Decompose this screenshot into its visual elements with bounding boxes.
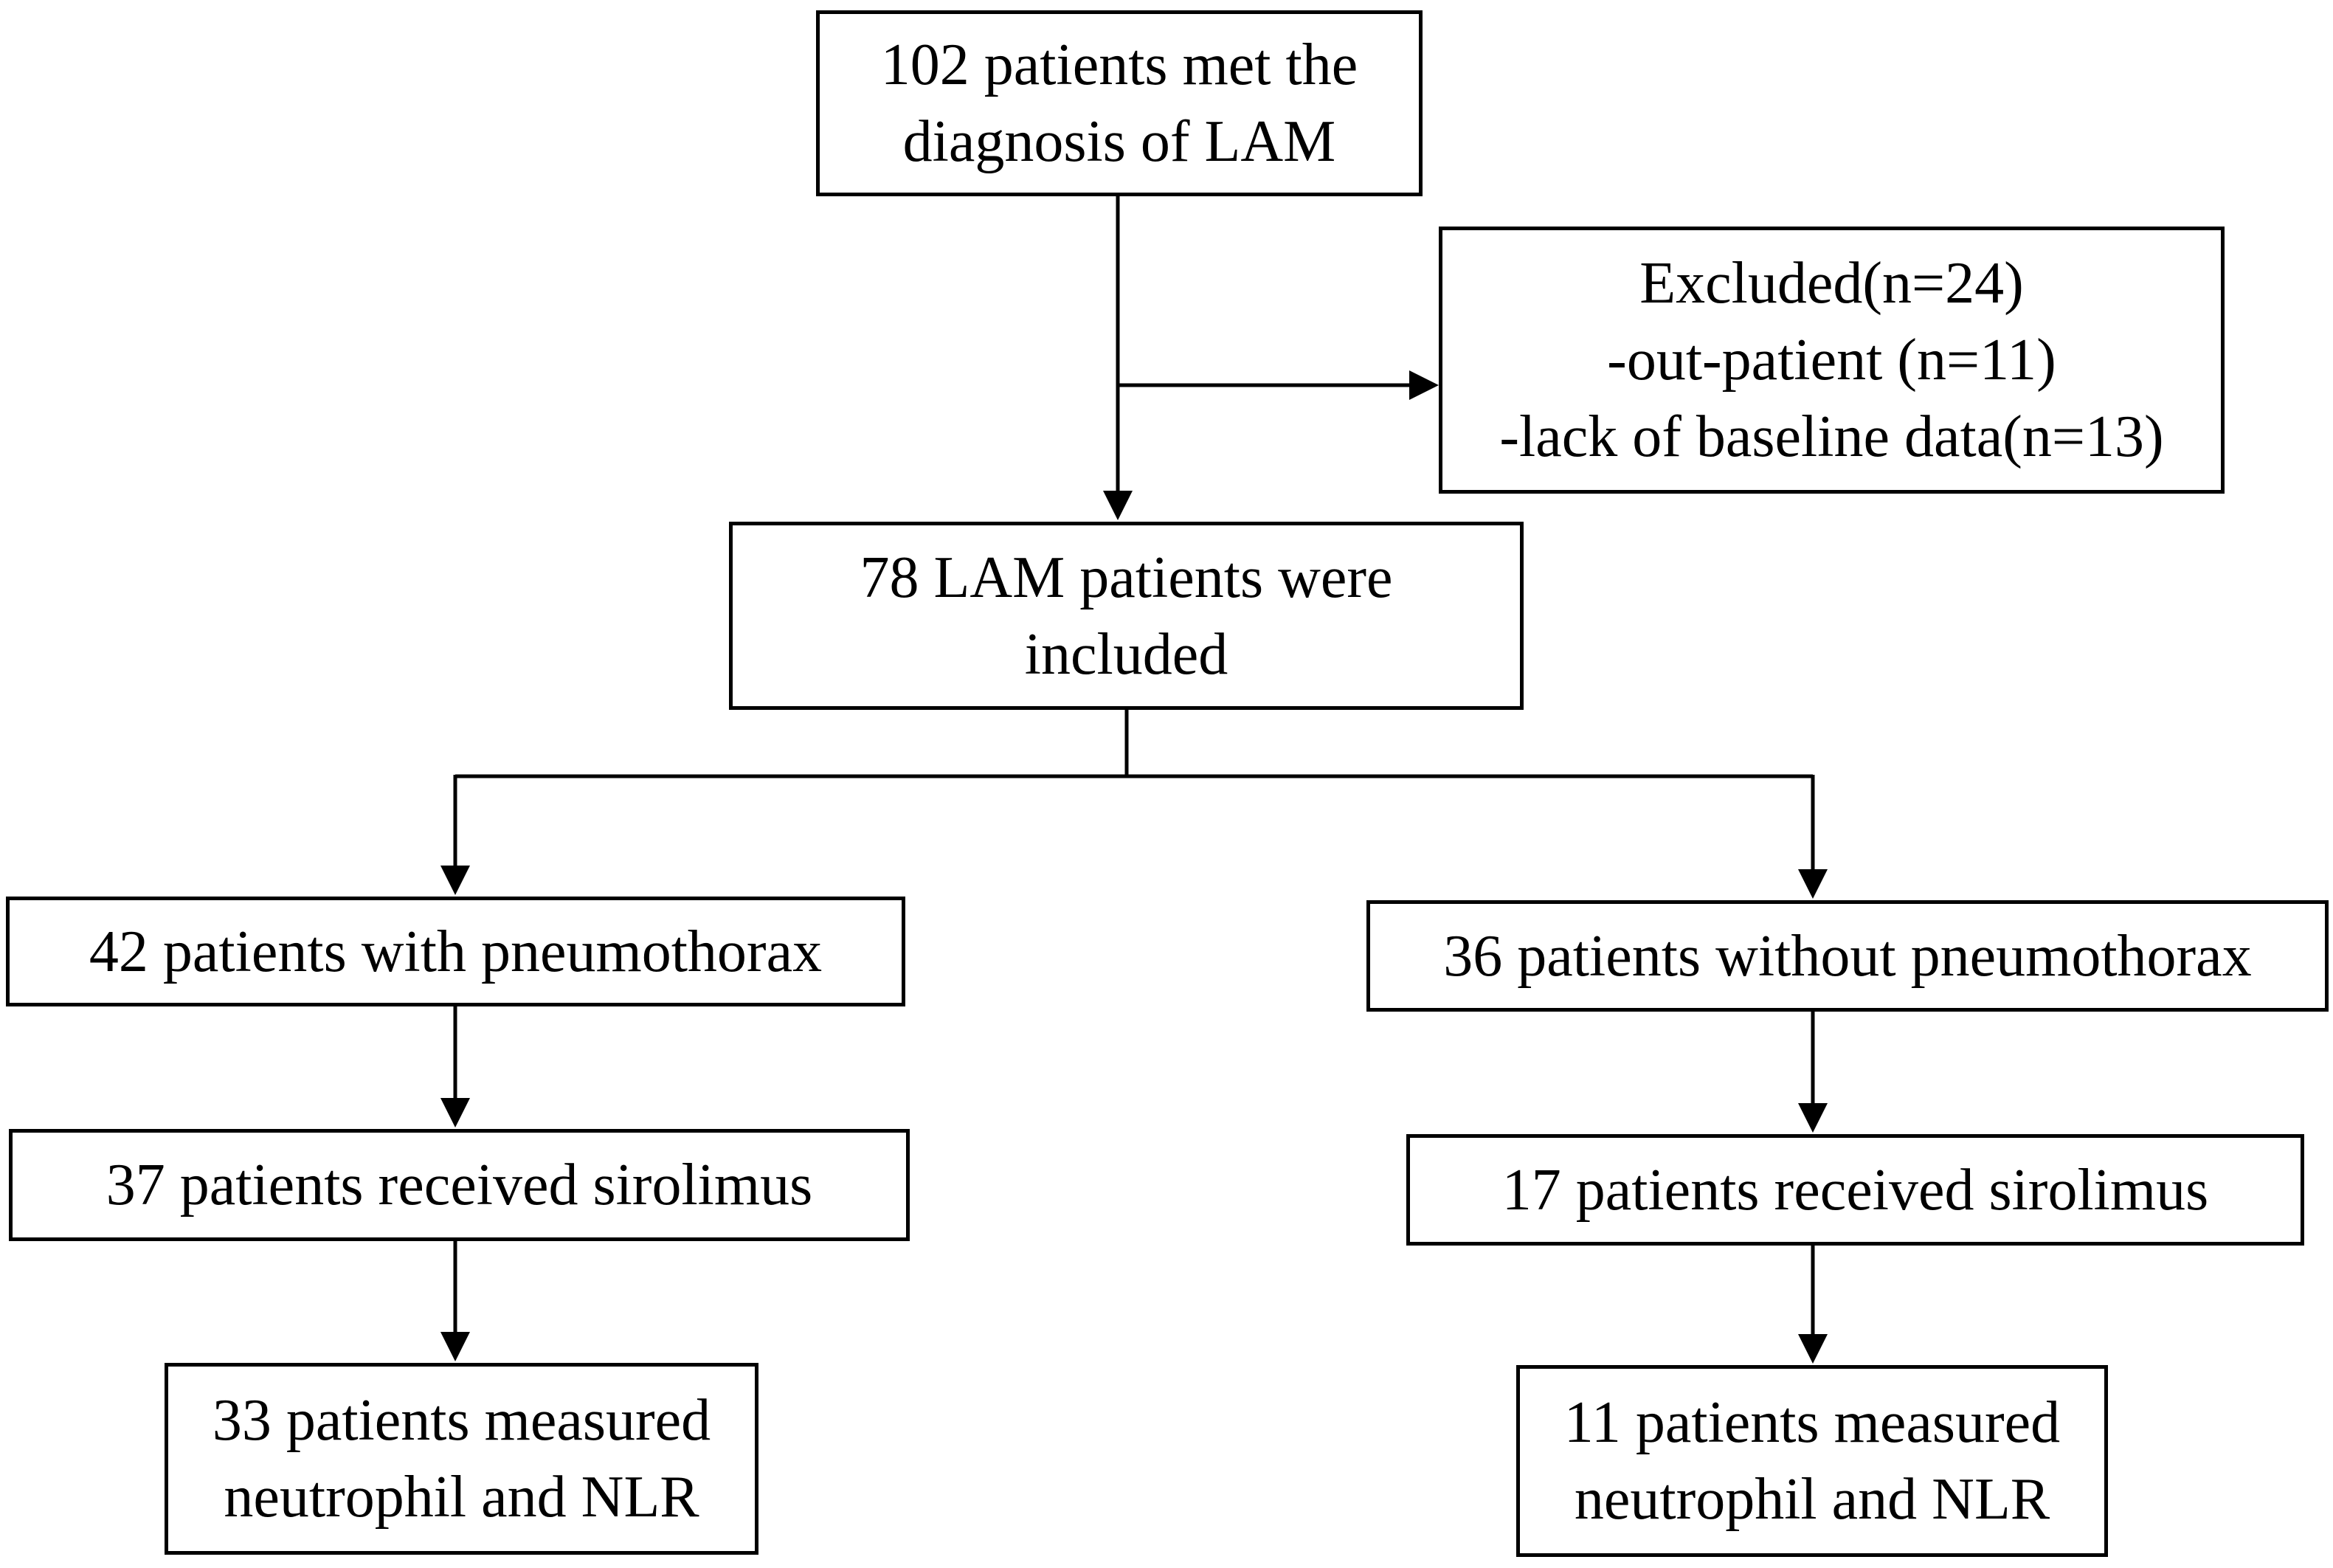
box-right-measured: 11 patients measured neutrophil and NLR [1516, 1365, 2108, 1557]
box-right-sirolimus: 17 patients received sirolimus [1406, 1134, 2304, 1246]
box-line: 11 patients measured [1563, 1390, 2061, 1455]
box-line: 78 LAM patients were [860, 545, 1393, 610]
box-diagnosed-patients: 102 patients met the diagnosis of LAM [816, 10, 1423, 196]
box-excluded: Excluded(n=24) -out-patient (n=11) -lack… [1439, 227, 2225, 494]
box-line: 36 patients without pneumothorax [1443, 923, 2252, 989]
box-left-sirolimus: 37 patients received sirolimus [9, 1129, 910, 1241]
box-line: neutrophil and NLR [1574, 1467, 2050, 1532]
box-line: Excluded(n=24) [1639, 251, 2024, 316]
box-line: 17 patients received sirolimus [1501, 1157, 2209, 1223]
box-line: -out-patient (n=11) [1607, 328, 2056, 393]
box-without-pneumothorax: 36 patients without pneumothorax [1366, 900, 2329, 1012]
box-line: 102 patients met the [880, 32, 1358, 97]
box-line: 33 patients measured [212, 1388, 711, 1453]
box-line: -lack of baseline data(n=13) [1499, 404, 2164, 469]
box-line: diagnosis of LAM [902, 109, 1336, 174]
box-included-patients: 78 LAM patients were included [729, 522, 1524, 710]
box-with-pneumothorax: 42 patients with pneumothorax [6, 897, 905, 1006]
box-left-measured: 33 patients measured neutrophil and NLR [165, 1363, 758, 1555]
box-line: included [1024, 621, 1228, 687]
box-line: neutrophil and NLR [224, 1465, 699, 1530]
box-line: 37 patients received sirolimus [106, 1153, 813, 1218]
box-line: 42 patients with pneumothorax [89, 919, 823, 984]
